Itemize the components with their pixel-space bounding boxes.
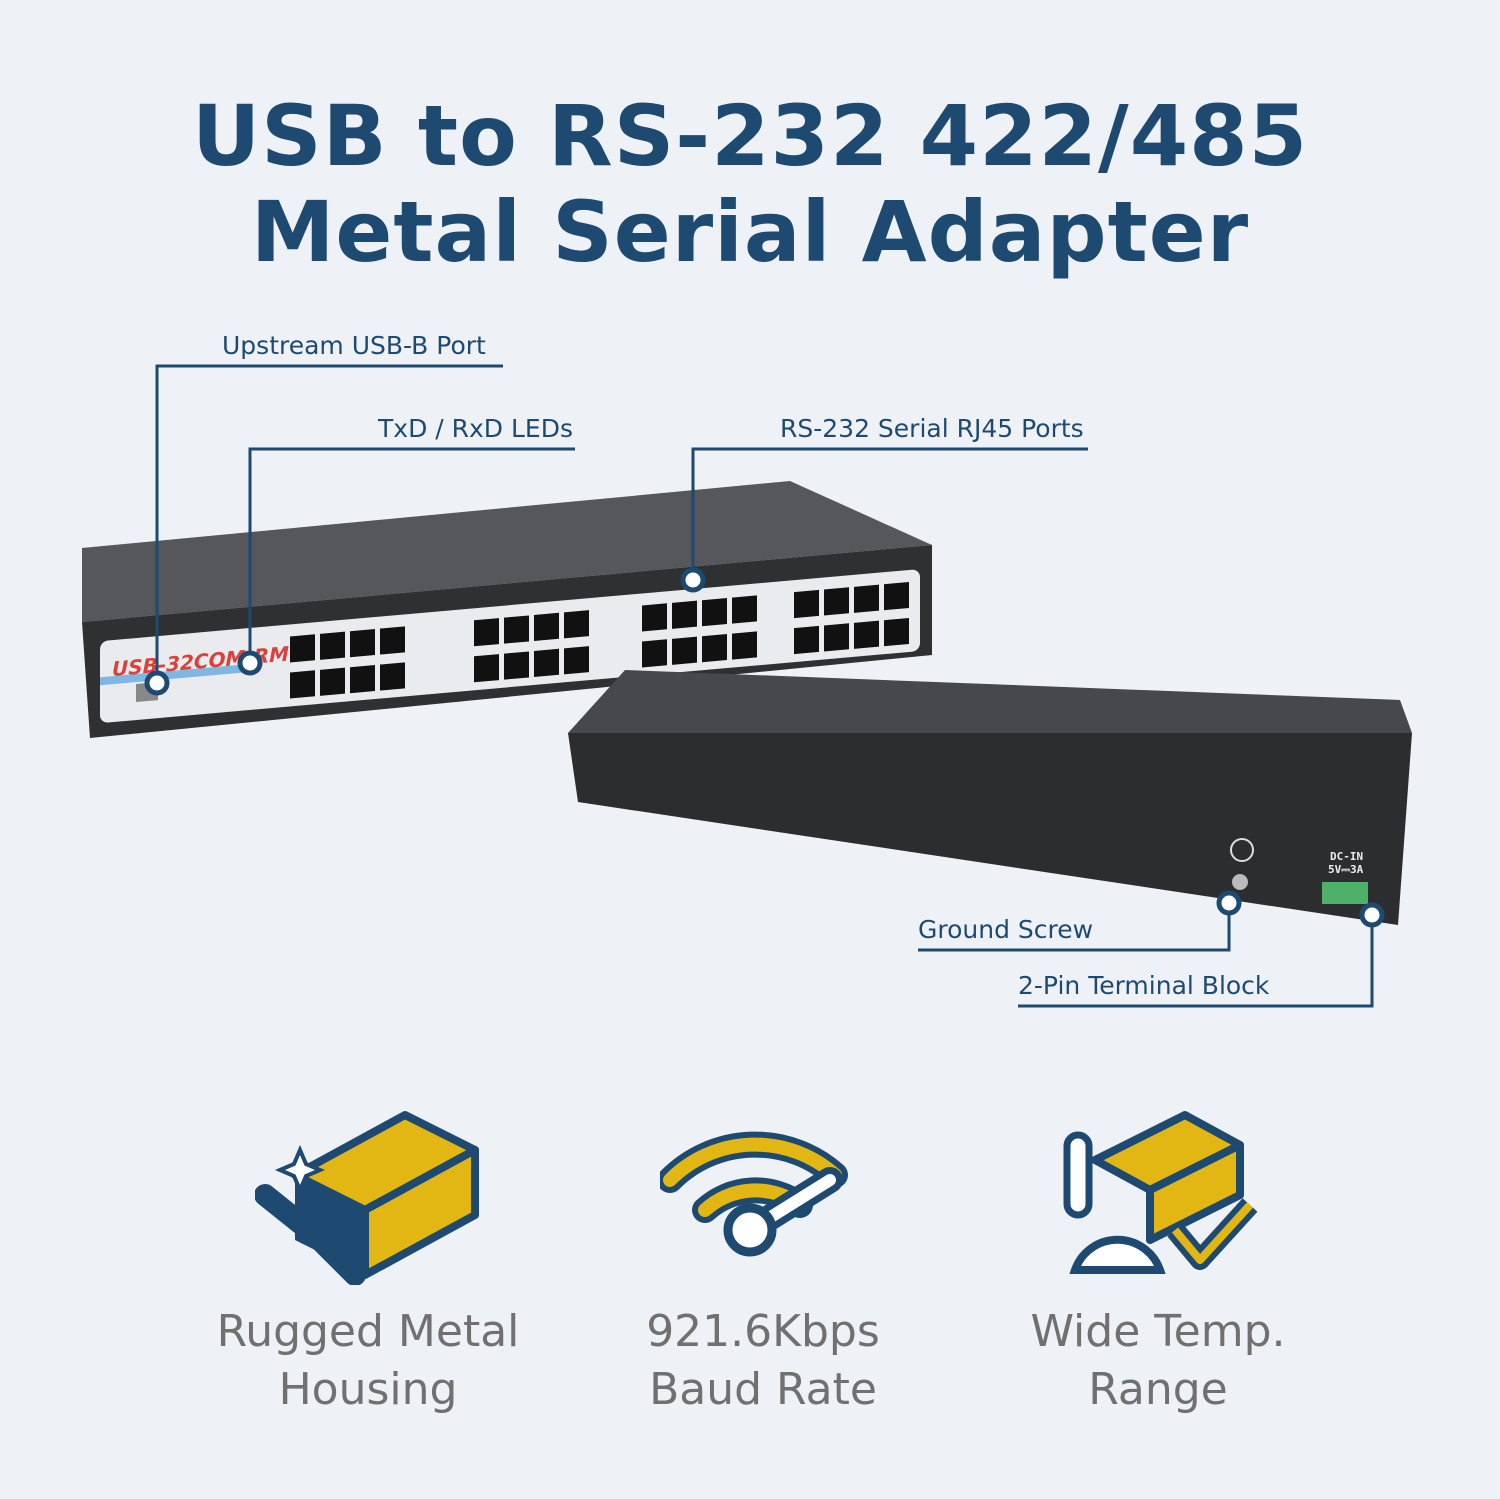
rj45-port bbox=[474, 618, 499, 647]
rj45-port bbox=[794, 589, 819, 619]
svg-text:DC-IN: DC-IN bbox=[1330, 850, 1363, 863]
rugged-housing-icon bbox=[255, 1111, 479, 1285]
temperature-gauge-icon bbox=[1063, 1111, 1258, 1274]
wireless-speed-icon bbox=[660, 1131, 848, 1257]
rj45-port bbox=[504, 651, 529, 680]
rj45-port bbox=[884, 618, 909, 647]
rj45-port bbox=[824, 587, 849, 616]
rj45-port bbox=[290, 634, 315, 663]
callout-ground-screw: Ground Screw bbox=[918, 915, 1094, 944]
rj45-port bbox=[702, 634, 727, 663]
callout-lines bbox=[155, 364, 1374, 1008]
rj45-port bbox=[884, 582, 909, 611]
callout-dots bbox=[144, 567, 1385, 928]
rj45-port bbox=[702, 598, 727, 627]
rj45-port bbox=[290, 670, 315, 699]
page-title-line1: USB to RS-232 422/485 bbox=[191, 87, 1309, 185]
feature-wide-temp: Wide Temp.Range bbox=[1030, 1306, 1286, 1415]
rj45-port bbox=[854, 620, 879, 649]
rj45-port bbox=[564, 646, 589, 675]
product-illustration: USB-32COM-RM DC-IN 5V⎓3A bbox=[82, 364, 1412, 1008]
rj45-port bbox=[380, 662, 405, 691]
rj45-port bbox=[534, 612, 559, 642]
rj45-port bbox=[824, 623, 849, 652]
rj45-port bbox=[380, 626, 405, 655]
terminal-block bbox=[1322, 882, 1368, 904]
rj45-port bbox=[732, 595, 757, 624]
rj45-port bbox=[504, 615, 529, 644]
rj45-port bbox=[320, 667, 345, 696]
rj45-port bbox=[350, 628, 375, 658]
rj45-port bbox=[320, 631, 345, 660]
callout-rj45-ports: RS-232 Serial RJ45 Ports bbox=[780, 414, 1084, 443]
rj45-port bbox=[642, 639, 667, 668]
callout-terminal-block: 2-Pin Terminal Block bbox=[1018, 971, 1270, 1000]
callout-usb-b-port: Upstream USB-B Port bbox=[222, 331, 486, 360]
rj45-port bbox=[732, 631, 757, 660]
rj45-port bbox=[672, 600, 697, 629]
callout-txd-rxd-leds: TxD / RxD LEDs bbox=[378, 414, 573, 443]
rj45-port bbox=[672, 636, 697, 665]
rj45-port bbox=[854, 584, 879, 613]
rj45-port bbox=[474, 654, 499, 683]
rj45-port bbox=[564, 610, 589, 639]
rj45-port bbox=[350, 664, 375, 694]
rj45-port bbox=[794, 625, 819, 655]
rj45-port bbox=[642, 603, 667, 632]
rj45-port bbox=[534, 648, 559, 678]
page-title-line2: Metal Serial Adapter bbox=[250, 183, 1250, 281]
rear-device: DC-IN 5V⎓3A bbox=[568, 670, 1412, 925]
ground-symbol-icon bbox=[1230, 838, 1254, 862]
ground-screw bbox=[1232, 874, 1248, 890]
svg-text:5V⎓3A: 5V⎓3A bbox=[1328, 863, 1364, 876]
